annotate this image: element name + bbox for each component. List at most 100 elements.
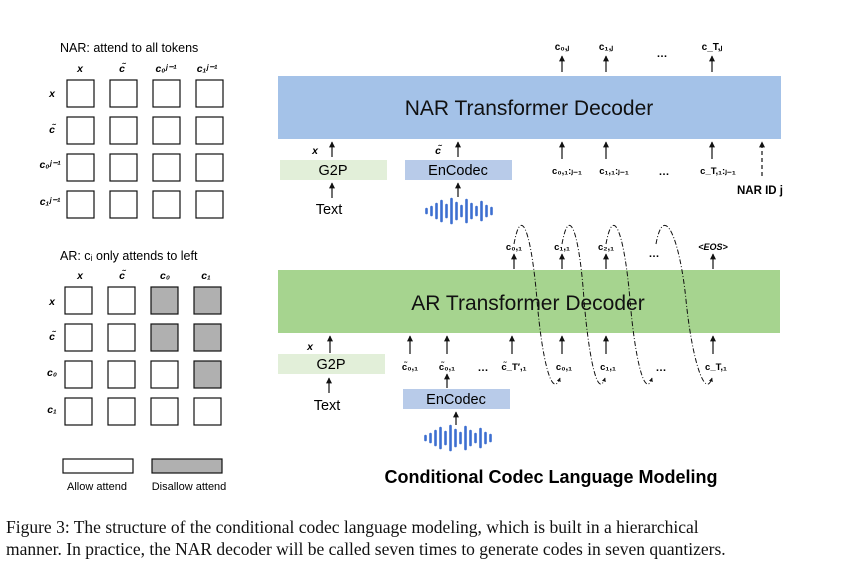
allow-cell (109, 153, 138, 182)
nar-x-label: x (311, 145, 319, 157)
ar-output-label: c₀,₁ (506, 242, 522, 253)
allow-cell (109, 190, 138, 219)
ar-mask-title: AR: cᵢ only attends to left (60, 249, 198, 263)
ar-row-header: x (48, 296, 56, 308)
waveform-icon (424, 424, 492, 452)
ar-feedback-loop (655, 224, 713, 385)
nar-row-header: c₀ʲ⁻¹ (39, 159, 61, 171)
disallow-cell (193, 360, 222, 389)
disallow-cell (150, 286, 179, 315)
nar-output-label: c₀,ⱼ (555, 42, 570, 53)
nar-g2p-label: G2P (318, 163, 347, 179)
allow-cell (150, 397, 179, 426)
ar-encodec-box (403, 389, 510, 409)
allow-cell (195, 153, 224, 182)
ar-input-label: c₀,₁ (556, 362, 572, 373)
nar-encodec-box (405, 160, 512, 180)
ar-feedback-loop (605, 224, 653, 385)
ar-feedback-loops (513, 224, 713, 385)
nar-row-header: x (48, 88, 56, 100)
nar-mask-title: NAR: attend to all tokens (60, 41, 198, 55)
ar-decoder-label: AR Transformer Decoder (411, 292, 644, 315)
legend-allow-swatch (62, 458, 134, 474)
nar-col-header: x (76, 63, 84, 75)
ar-output-label: … (649, 248, 660, 260)
allow-cell (107, 323, 136, 352)
nar-decoder-label: NAR Transformer Decoder (405, 97, 654, 120)
ar-mask: AR: cᵢ only attends to left x c̃ c₀ c₁ x… (47, 249, 222, 426)
nar-row-header: c̃ (49, 123, 56, 136)
nar-mask-cells (66, 79, 224, 219)
ar-prompt-label: c̃₀,₁ (402, 361, 418, 373)
allow-cell (152, 190, 181, 219)
caption-line: Figure 3: The structure of the condition… (6, 517, 699, 537)
allow-cell (64, 360, 93, 389)
ar-row-header: c₁ (47, 404, 57, 416)
allow-cell (195, 116, 224, 145)
nar-g2p-box (280, 160, 387, 180)
nar-encodec-label: EnCodec (428, 163, 488, 179)
caption-line: manner. In practice, the NAR decoder wil… (6, 539, 726, 559)
ar-section: c₀,₁ c₁,₁ c₂,₁ … <EOS> AR Transformer De… (278, 224, 780, 452)
allow-cell (195, 190, 224, 219)
legend-disallow-swatch (151, 458, 223, 474)
nar-ctilde-label: c̃ (435, 144, 442, 157)
nar-output-label: c₁,ⱼ (599, 42, 613, 53)
ar-prompt-label: c̃₀,₁ (439, 361, 455, 373)
nar-col-header: c̃ (119, 62, 126, 75)
waveform-icon (425, 197, 493, 225)
ar-col-header: c₁ (201, 270, 211, 282)
legend-allow-label: Allow attend (67, 481, 127, 493)
disallow-cell (193, 323, 222, 352)
ar-g2p-label: G2P (316, 357, 345, 373)
ar-encodec-label: EnCodec (426, 392, 486, 408)
legend: Allow attend Disallow attend (62, 458, 227, 493)
nar-input-label: c₀,₁:ⱼ₋₁ (552, 166, 582, 177)
nar-mask: NAR: attend to all tokens x c̃ c₀ʲ⁻¹ c₁ʲ… (39, 41, 224, 219)
allow-cell (152, 79, 181, 108)
ar-prompt-label: c̃_T′,₁ (501, 361, 526, 373)
nar-col-header: c₁ʲ⁻¹ (197, 63, 218, 75)
allow-cell (107, 397, 136, 426)
section-title: Conditional Codec Language Modeling (385, 467, 718, 487)
allow-cell (193, 397, 222, 426)
figure-caption: Figure 3: The structure of the condition… (6, 516, 836, 560)
ar-input-label: c₁,₁ (600, 362, 616, 373)
allow-cell (152, 153, 181, 182)
ar-col-header: c₀ (160, 270, 170, 282)
nar-id-label: NAR ID j (737, 185, 783, 197)
allow-cell (152, 116, 181, 145)
ar-decoder-block (278, 270, 780, 333)
nar-input-label: c₁,₁:ⱼ₋₁ (599, 166, 629, 177)
ar-feedback-loop (561, 224, 606, 385)
ar-row-header: c̃ (49, 330, 56, 343)
allow-cell (66, 116, 95, 145)
nar-text-label: Text (316, 202, 343, 218)
allow-cell (150, 360, 179, 389)
nar-input-label: c_T,₁:ⱼ₋₁ (700, 166, 736, 177)
nar-decoder-block (278, 76, 781, 139)
ar-col-header: x (76, 270, 84, 282)
allow-cell (109, 116, 138, 145)
ar-text-label: Text (314, 398, 341, 414)
ar-x-label: x (306, 341, 314, 353)
allow-cell (107, 360, 136, 389)
nar-row-header: c₁ʲ⁻¹ (40, 196, 61, 208)
allow-cell (66, 153, 95, 182)
ar-mask-cells (64, 286, 222, 426)
ar-feedback-loop (513, 224, 561, 385)
ar-col-header: c̃ (119, 269, 126, 282)
allow-cell (195, 79, 224, 108)
allow-cell (64, 397, 93, 426)
nar-input-label: … (659, 166, 670, 178)
disallow-cell (150, 323, 179, 352)
legend-disallow-label: Disallow attend (152, 481, 227, 493)
allow-cell (109, 79, 138, 108)
allow-cell (64, 286, 93, 315)
ar-input-label: … (656, 362, 667, 374)
allow-cell (66, 190, 95, 219)
ar-output-label: <EOS> (698, 242, 728, 252)
ar-g2p-box (278, 354, 385, 374)
nar-col-header: c₀ʲ⁻¹ (155, 63, 177, 75)
